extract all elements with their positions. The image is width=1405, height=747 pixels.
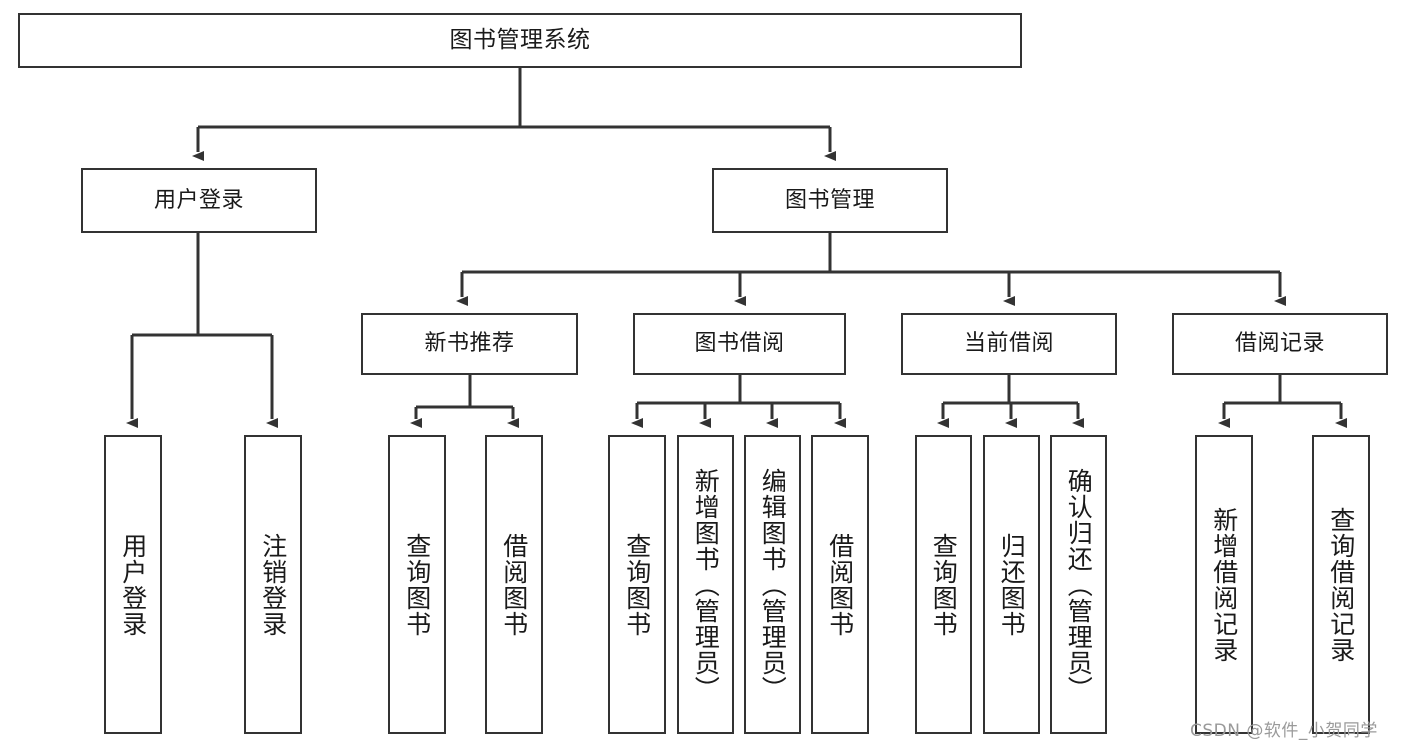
node-book-manage[interactable]: 图书管理 — [712, 168, 948, 233]
node-label: 借阅图书 — [499, 532, 529, 637]
leaf-add-book-admin[interactable]: 新增图书（管理员） — [677, 435, 734, 734]
node-label: 当前借阅 — [963, 331, 1054, 357]
leaf-query-book-borrow[interactable]: 查询图书 — [608, 435, 666, 734]
node-label: 用户登录 — [118, 532, 148, 637]
node-label: 借阅图书 — [825, 532, 855, 637]
node-label: 注销登录 — [258, 532, 288, 637]
node-label: 用户登录 — [153, 187, 244, 213]
leaf-logout-login[interactable]: 注销登录 — [244, 435, 302, 734]
node-label: 图书借阅 — [694, 331, 785, 357]
leaf-borrow-book-new[interactable]: 借阅图书 — [485, 435, 543, 734]
node-label: 编辑图书（管理员） — [758, 467, 788, 702]
node-borrow-record[interactable]: 借阅记录 — [1172, 313, 1388, 375]
leaf-borrow-book-borrow[interactable]: 借阅图书 — [811, 435, 869, 734]
leaf-query-book-new[interactable]: 查询图书 — [388, 435, 446, 734]
node-label: 查询图书 — [929, 532, 959, 637]
node-current-borrow[interactable]: 当前借阅 — [901, 313, 1117, 375]
node-label: 图书管理系统 — [449, 26, 591, 53]
leaf-return-book[interactable]: 归还图书 — [983, 435, 1040, 734]
leaf-confirm-return-admin[interactable]: 确认归还（管理员） — [1050, 435, 1107, 734]
node-label: 新增图书（管理员） — [691, 467, 721, 702]
node-label: 图书管理 — [784, 187, 875, 213]
node-label: 新增借阅记录 — [1209, 506, 1239, 663]
node-label: 新书推荐 — [424, 331, 515, 357]
leaf-add-borrow-record[interactable]: 新增借阅记录 — [1195, 435, 1253, 734]
leaf-query-borrow-record[interactable]: 查询借阅记录 — [1312, 435, 1370, 734]
node-label: 查询图书 — [622, 532, 652, 637]
node-label: 归还图书 — [997, 532, 1027, 637]
node-label: 借阅记录 — [1234, 331, 1325, 357]
leaf-query-book-current[interactable]: 查询图书 — [915, 435, 972, 734]
node-label: 查询图书 — [402, 532, 432, 637]
node-book-borrow[interactable]: 图书借阅 — [633, 313, 846, 375]
node-root-system[interactable]: 图书管理系统 — [18, 13, 1022, 68]
node-label: 确认归还（管理员） — [1064, 467, 1094, 702]
leaf-user-login[interactable]: 用户登录 — [104, 435, 162, 734]
node-new-book-recommend[interactable]: 新书推荐 — [361, 313, 578, 375]
node-user-login[interactable]: 用户登录 — [81, 168, 317, 233]
csdn-watermark: CSDN @软件_小贺同学 — [1190, 721, 1378, 741]
leaf-edit-book-admin[interactable]: 编辑图书（管理员） — [744, 435, 801, 734]
node-label: 查询借阅记录 — [1326, 506, 1356, 663]
